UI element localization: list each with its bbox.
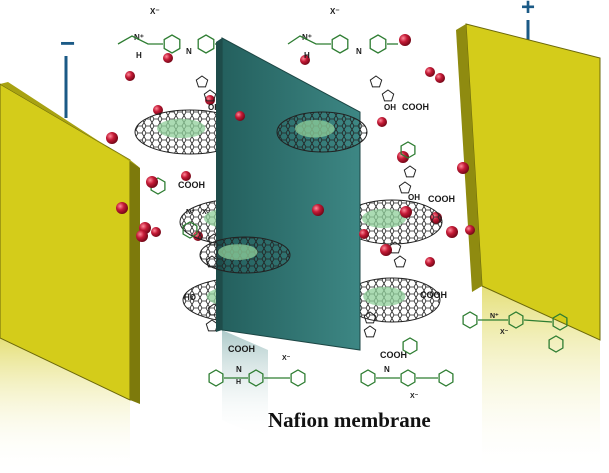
triazole-ring <box>398 181 412 194</box>
chem-label: N⁺ <box>490 313 499 320</box>
chem-label: X⁻ <box>150 7 160 16</box>
cathode-reflection <box>0 338 130 473</box>
chem-label: N⁺ <box>302 33 312 42</box>
electrolyte-ion <box>181 171 191 181</box>
chem-label: X⁻ <box>330 7 340 16</box>
chem-label: N⁺ <box>186 209 195 216</box>
anode-reflection <box>482 286 600 473</box>
chem-label: COOH <box>380 350 407 360</box>
chem-label: X⁻ <box>410 393 419 400</box>
benzene-ring <box>290 369 306 387</box>
benzene-ring <box>360 369 376 387</box>
electrolyte-ion <box>359 229 369 239</box>
electrolyte-ion <box>457 162 469 174</box>
triazole-ring <box>363 325 377 338</box>
electrolyte-ion <box>125 71 135 81</box>
chem-label: OH <box>408 193 420 202</box>
electrolyte-ion <box>153 105 163 115</box>
triazole-ring <box>205 319 219 332</box>
graphene-sheet <box>276 111 368 153</box>
nafion-membrane <box>216 37 361 351</box>
benzene-ring <box>552 313 568 331</box>
ions-front <box>116 111 475 267</box>
triazole-ring <box>369 75 383 88</box>
electrolyte-ion <box>136 230 148 242</box>
membrane-label: Nafion membrane <box>268 408 431 432</box>
benzene-ring <box>400 369 416 387</box>
electrolyte-ion <box>399 34 411 46</box>
chem-label: H <box>236 379 241 386</box>
graphene-sheet <box>199 236 291 274</box>
chem-label: OH <box>208 103 220 112</box>
benzene-ring <box>438 369 454 387</box>
benzene-ring <box>248 369 264 387</box>
chem-label: COOH <box>428 194 455 204</box>
triazole-ring <box>388 241 402 254</box>
benzene-ring <box>208 369 224 387</box>
chem-label: N <box>236 365 242 374</box>
electrolyte-ion <box>163 53 173 63</box>
triazole-ring <box>363 311 377 324</box>
electrolyte-ion <box>116 202 128 214</box>
benzene-ring <box>462 311 478 329</box>
triazole-ring <box>403 165 417 178</box>
benzene-ring <box>548 335 564 353</box>
electrolyte-ion <box>312 204 324 216</box>
benzene-ring <box>400 141 416 159</box>
chem-label: H <box>136 51 142 60</box>
chem-front <box>199 111 368 274</box>
electrolyte-ion <box>397 151 409 163</box>
benzene-ring <box>163 34 181 54</box>
chem-label: COOH <box>178 180 205 190</box>
electrolyte-ion <box>446 226 458 238</box>
chem-label: COOH <box>228 344 255 354</box>
membrane-reflection <box>222 330 268 440</box>
benzene-ring <box>508 311 524 329</box>
chem-label: N⁺ <box>134 33 144 42</box>
electrolyte-ion <box>205 95 215 105</box>
anode-sign: + <box>521 0 536 21</box>
electrolyte-ion <box>400 206 412 218</box>
triazole-ring <box>381 89 395 102</box>
cathode-sign: − <box>60 28 76 58</box>
chem-label: HO <box>184 293 196 302</box>
triazole-ring <box>195 75 209 88</box>
polymer-chain <box>117 35 163 45</box>
chem-label: H <box>304 51 310 60</box>
electrolyte-ion <box>425 257 435 267</box>
electrolyte-ion <box>300 55 310 65</box>
benzene-ring <box>182 221 198 239</box>
benzene-ring <box>369 34 387 54</box>
polymer-chain <box>523 319 553 323</box>
triazole-ring <box>203 89 217 102</box>
chem-label: N <box>356 47 362 56</box>
chem-label: COOH <box>402 102 429 112</box>
electrolyte-ion <box>380 244 392 256</box>
electrolyte-ion <box>465 225 475 235</box>
electrolyte-ion <box>235 111 245 121</box>
electrolyte-ion <box>425 67 435 77</box>
electrolyte-ion <box>151 227 161 237</box>
chem-label: N <box>186 47 192 56</box>
benzene-ring <box>402 337 418 355</box>
chem-label: X⁻ <box>282 355 291 362</box>
electrolyte-ion <box>106 132 118 144</box>
chem-label: COOH <box>420 290 447 300</box>
benzene-ring <box>197 34 215 54</box>
electrolyte-ion <box>377 117 387 127</box>
cathode-plate <box>0 82 140 404</box>
chem-label: OH <box>384 103 396 112</box>
electrolyte-ion <box>146 176 158 188</box>
chem-label: N <box>384 365 390 374</box>
polymer-chain <box>287 35 331 45</box>
triazole-ring <box>393 255 407 268</box>
chem-label: X⁻ <box>202 209 211 216</box>
chem-label: X⁻ <box>500 329 509 336</box>
benzene-ring <box>331 34 349 54</box>
electrolyte-ion <box>435 73 445 83</box>
anode-plate <box>456 23 601 341</box>
